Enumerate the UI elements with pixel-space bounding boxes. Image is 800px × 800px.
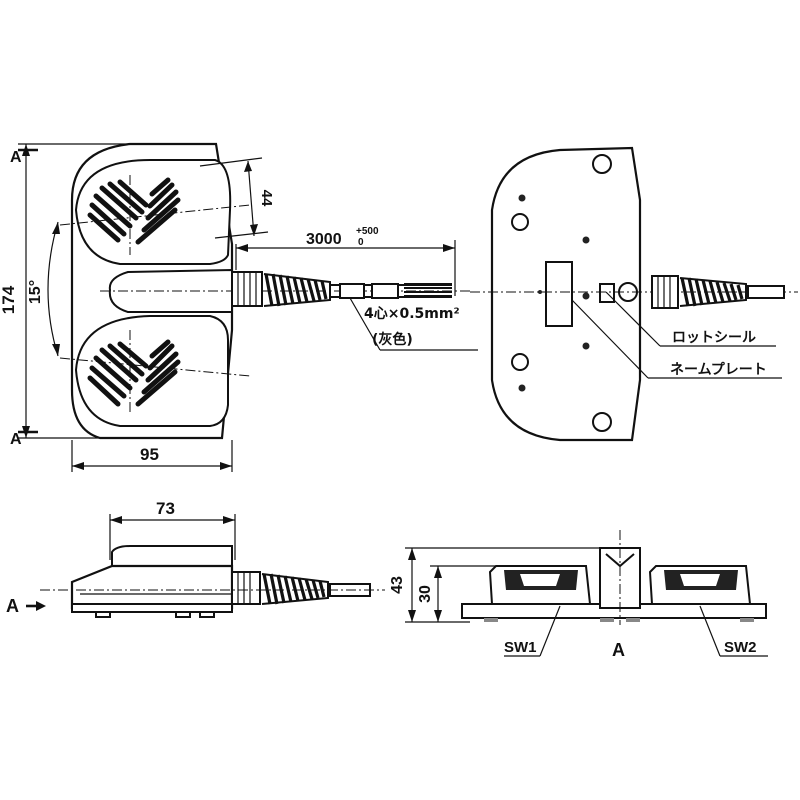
- name-plate-label: ネームプレート: [670, 362, 767, 378]
- front-view: [405, 530, 768, 657]
- section-a-front-label: A: [612, 640, 625, 660]
- section-a-bottom-label: A: [10, 431, 22, 448]
- dim-3000-label: 3000: [306, 231, 342, 248]
- dim-15deg-label: 15°: [27, 280, 44, 304]
- sw1-label: SW1: [504, 639, 537, 656]
- dim-30-label: 30: [417, 585, 434, 603]
- section-a-top-label: A: [10, 149, 22, 166]
- bottom-view: [470, 146, 798, 442]
- dim-73-label: 73: [156, 499, 175, 518]
- dim-43-label: 43: [389, 576, 406, 594]
- lower-pedal: [74, 315, 229, 427]
- dim-44-label: 44: [258, 190, 275, 207]
- sw2-switch: [648, 565, 752, 605]
- sw2-label: SW2: [724, 639, 757, 656]
- top-view: [18, 142, 478, 472]
- side-view: [26, 514, 385, 618]
- dim-174-label: 174: [0, 285, 18, 314]
- upper-pedal: [74, 159, 232, 265]
- cable-color-label: (灰色): [372, 331, 413, 348]
- dim-95-label: 95: [140, 445, 159, 464]
- cable-spec-label: 4心×0.5mm²: [364, 306, 460, 322]
- rod-seal-label: ロットシール: [672, 330, 756, 346]
- dim-3000-tol-plus: +500: [356, 226, 379, 237]
- dim-3000-tol-minus: 0: [358, 237, 364, 248]
- sw1-switch: [488, 565, 592, 605]
- section-a-side-label: A: [6, 596, 19, 616]
